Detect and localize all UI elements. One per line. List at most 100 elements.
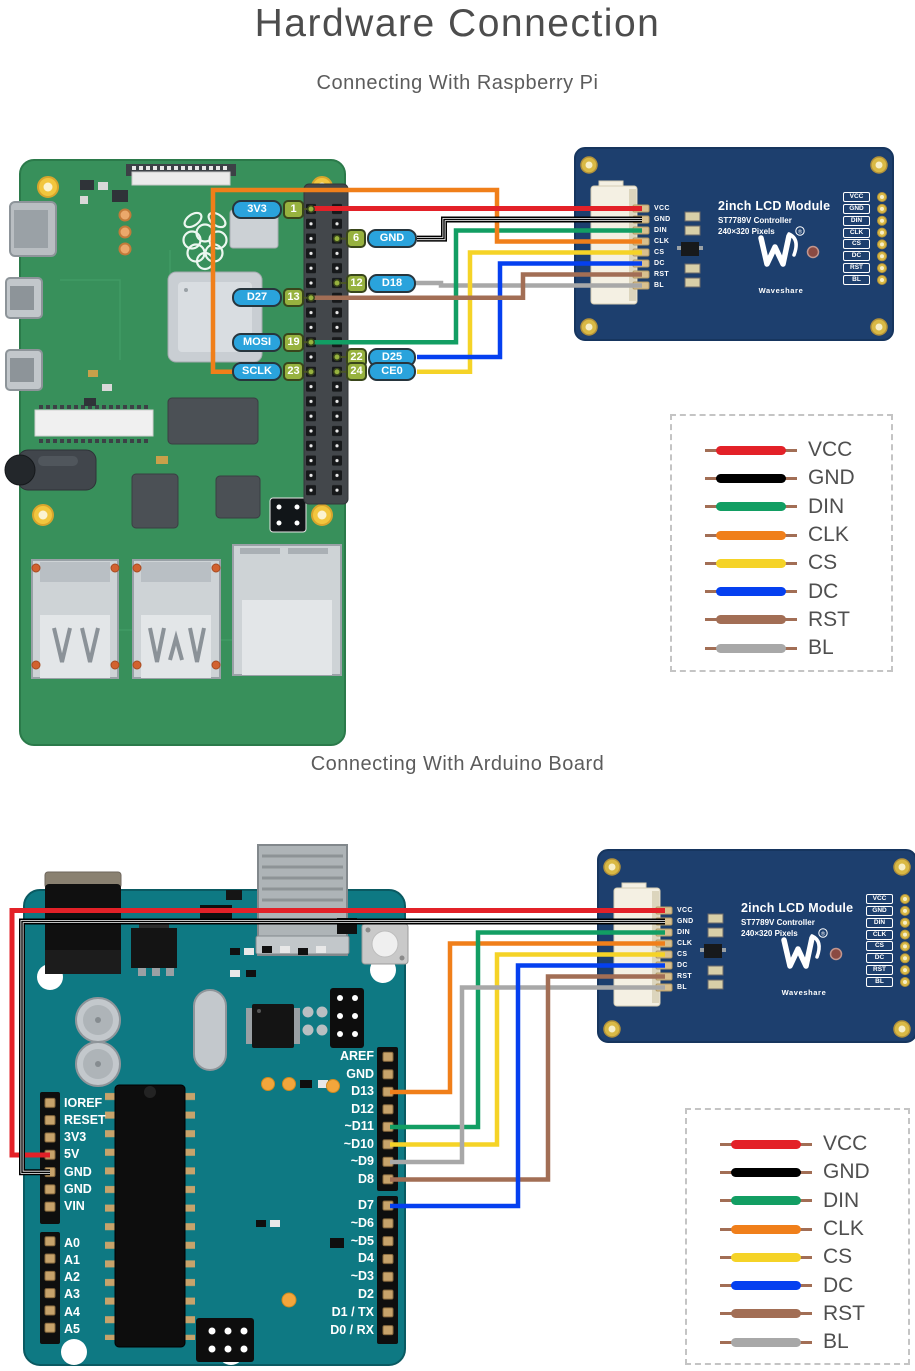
legend-wire-color (731, 1196, 801, 1206)
legend-wire-color (716, 558, 786, 568)
legend-wire-color (731, 1309, 801, 1319)
legend-item: BL (720, 1328, 908, 1356)
lcd-breakout-label: BL (843, 275, 870, 286)
legend-item: CLK (705, 521, 891, 549)
legend-wire (720, 1224, 812, 1234)
lcd-pin-label: RST (677, 973, 692, 980)
lcd-pin-label: VCC (677, 907, 693, 914)
lcd-breakout-label: CLK (866, 929, 893, 940)
lcd-resolution: 240×320 Pixels (741, 929, 798, 938)
arduino-pin-label: 5V (64, 1147, 80, 1162)
legend-label: CLK (823, 1217, 864, 1241)
lcd-pin-label: GND (654, 216, 671, 223)
legend-label: GND (823, 1160, 870, 1184)
legend-wire (705, 473, 797, 483)
lcd-pin-label: CLK (677, 940, 693, 947)
lcd-controller: ST7789V Controller (741, 918, 815, 927)
chip (215, 475, 261, 519)
arduino-pin-label: RESET (64, 1112, 106, 1127)
legend-item: CS (720, 1243, 908, 1271)
arduino-pin-label: ~D5 (350, 1233, 374, 1248)
legend-label: RST (823, 1301, 865, 1325)
pi-pin-13: 13 (283, 288, 304, 308)
legend-wire (705, 643, 797, 653)
legend-label: VCC (808, 438, 853, 462)
lcd-breakout-label: CLK (843, 227, 870, 238)
pi-callout-d18: D18 (368, 273, 416, 293)
lcd-title: 2inch LCD Module (741, 901, 854, 915)
lcd-title: 2inch LCD Module (718, 199, 831, 213)
pi-pin-19: 19 (283, 332, 304, 352)
pi-callout-ce0: CE0 (368, 362, 416, 382)
lcd-pin-label: VCC (654, 205, 670, 212)
lcd-breakout-label: CS (866, 941, 893, 952)
lcd-breakout-label: RST (866, 965, 893, 976)
subtitle-raspberry-pi: Connecting With Raspberry Pi (316, 72, 599, 94)
lcd-controller: ST7789V Controller (718, 216, 792, 225)
lcd-pin-label: BL (677, 984, 687, 991)
lcd2-title-block: 2inch LCD Module ST7789V Controller 240×… (741, 901, 861, 938)
lcd-pin-label: BL (654, 282, 664, 289)
arduino-pin-label: D0 / RX (330, 1322, 374, 1337)
arduino-pin-label: A3 (64, 1287, 80, 1302)
ethernet-port (232, 544, 342, 676)
legend-wire-color (716, 445, 786, 455)
legend-wire-color (731, 1252, 801, 1262)
lcd-pin-label: RST (654, 271, 669, 278)
arduino-pin-label: ~D10 (343, 1136, 374, 1151)
legend-item: DIN (720, 1187, 908, 1215)
legend-label: BL (823, 1330, 849, 1354)
arduino-pin-label: D13 (351, 1084, 374, 1099)
legend-item: RST (720, 1300, 908, 1328)
legend-label: DIN (808, 494, 845, 518)
legend-item: CLK (720, 1215, 908, 1243)
arduino-pin-label: ~D3 (350, 1269, 374, 1284)
pi-pin-6: 6 (346, 229, 366, 249)
legend-item: DC (705, 577, 891, 605)
legend-item: VCC (720, 1130, 908, 1158)
wire-legend-arduino: VCC GND DIN CLK CS DC RST BL (685, 1108, 910, 1365)
legend-wire (720, 1252, 812, 1262)
legend-wire-color (731, 1139, 801, 1149)
arduino-pin-label: IOREF (64, 1095, 103, 1110)
left-ports (5, 201, 57, 391)
lcd-breakout-label: DC (843, 251, 870, 262)
legend-wire (720, 1309, 812, 1319)
arduino-pin-label: A5 (64, 1322, 80, 1337)
legend-wire-color (716, 530, 786, 540)
legend-item: DIN (705, 493, 891, 521)
arduino-pin-label: GND (346, 1066, 374, 1081)
usb-ports (31, 559, 221, 679)
lcd-breakout-label: GND (843, 203, 870, 214)
lcd-breakout-label: VCC (843, 192, 870, 202)
legend-label: CS (808, 551, 838, 575)
pi-callout-3v3: 3V3 (232, 199, 282, 219)
lcd-pin-label: GND (677, 918, 694, 925)
lcd-pin-label: CS (654, 249, 665, 256)
lcd-breakout-label: DIN (843, 215, 870, 226)
legend-item: RST (705, 606, 891, 634)
lcd2-brand: Waveshare (781, 988, 827, 997)
lcd-breakout-label: DC (866, 953, 893, 964)
lcd-breakout-label: DIN (866, 917, 893, 928)
legend-item: GND (720, 1158, 908, 1186)
legend-wire-color (731, 1281, 801, 1291)
power-jack (44, 871, 122, 974)
lcd-pin-label: DIN (654, 227, 667, 234)
lcd-pin-label: CLK (654, 238, 670, 245)
legend-wire-color (716, 473, 786, 483)
lcd1-title-block: 2inch LCD Module ST7789V Controller 240×… (718, 199, 838, 236)
legend-wire-color (716, 587, 786, 597)
pi-callout-mosi: MOSI (232, 332, 282, 352)
arduino-pin-label: D4 (358, 1251, 374, 1266)
pi-pin-23: 23 (283, 362, 304, 382)
lcd-pin-label: DC (677, 962, 688, 969)
legend-wire (720, 1281, 812, 1291)
arduino-pin-label: D1 / TX (331, 1304, 374, 1319)
arduino-pin-label: 3V3 (64, 1130, 87, 1145)
chip (131, 473, 179, 529)
legend-wire (705, 502, 797, 512)
